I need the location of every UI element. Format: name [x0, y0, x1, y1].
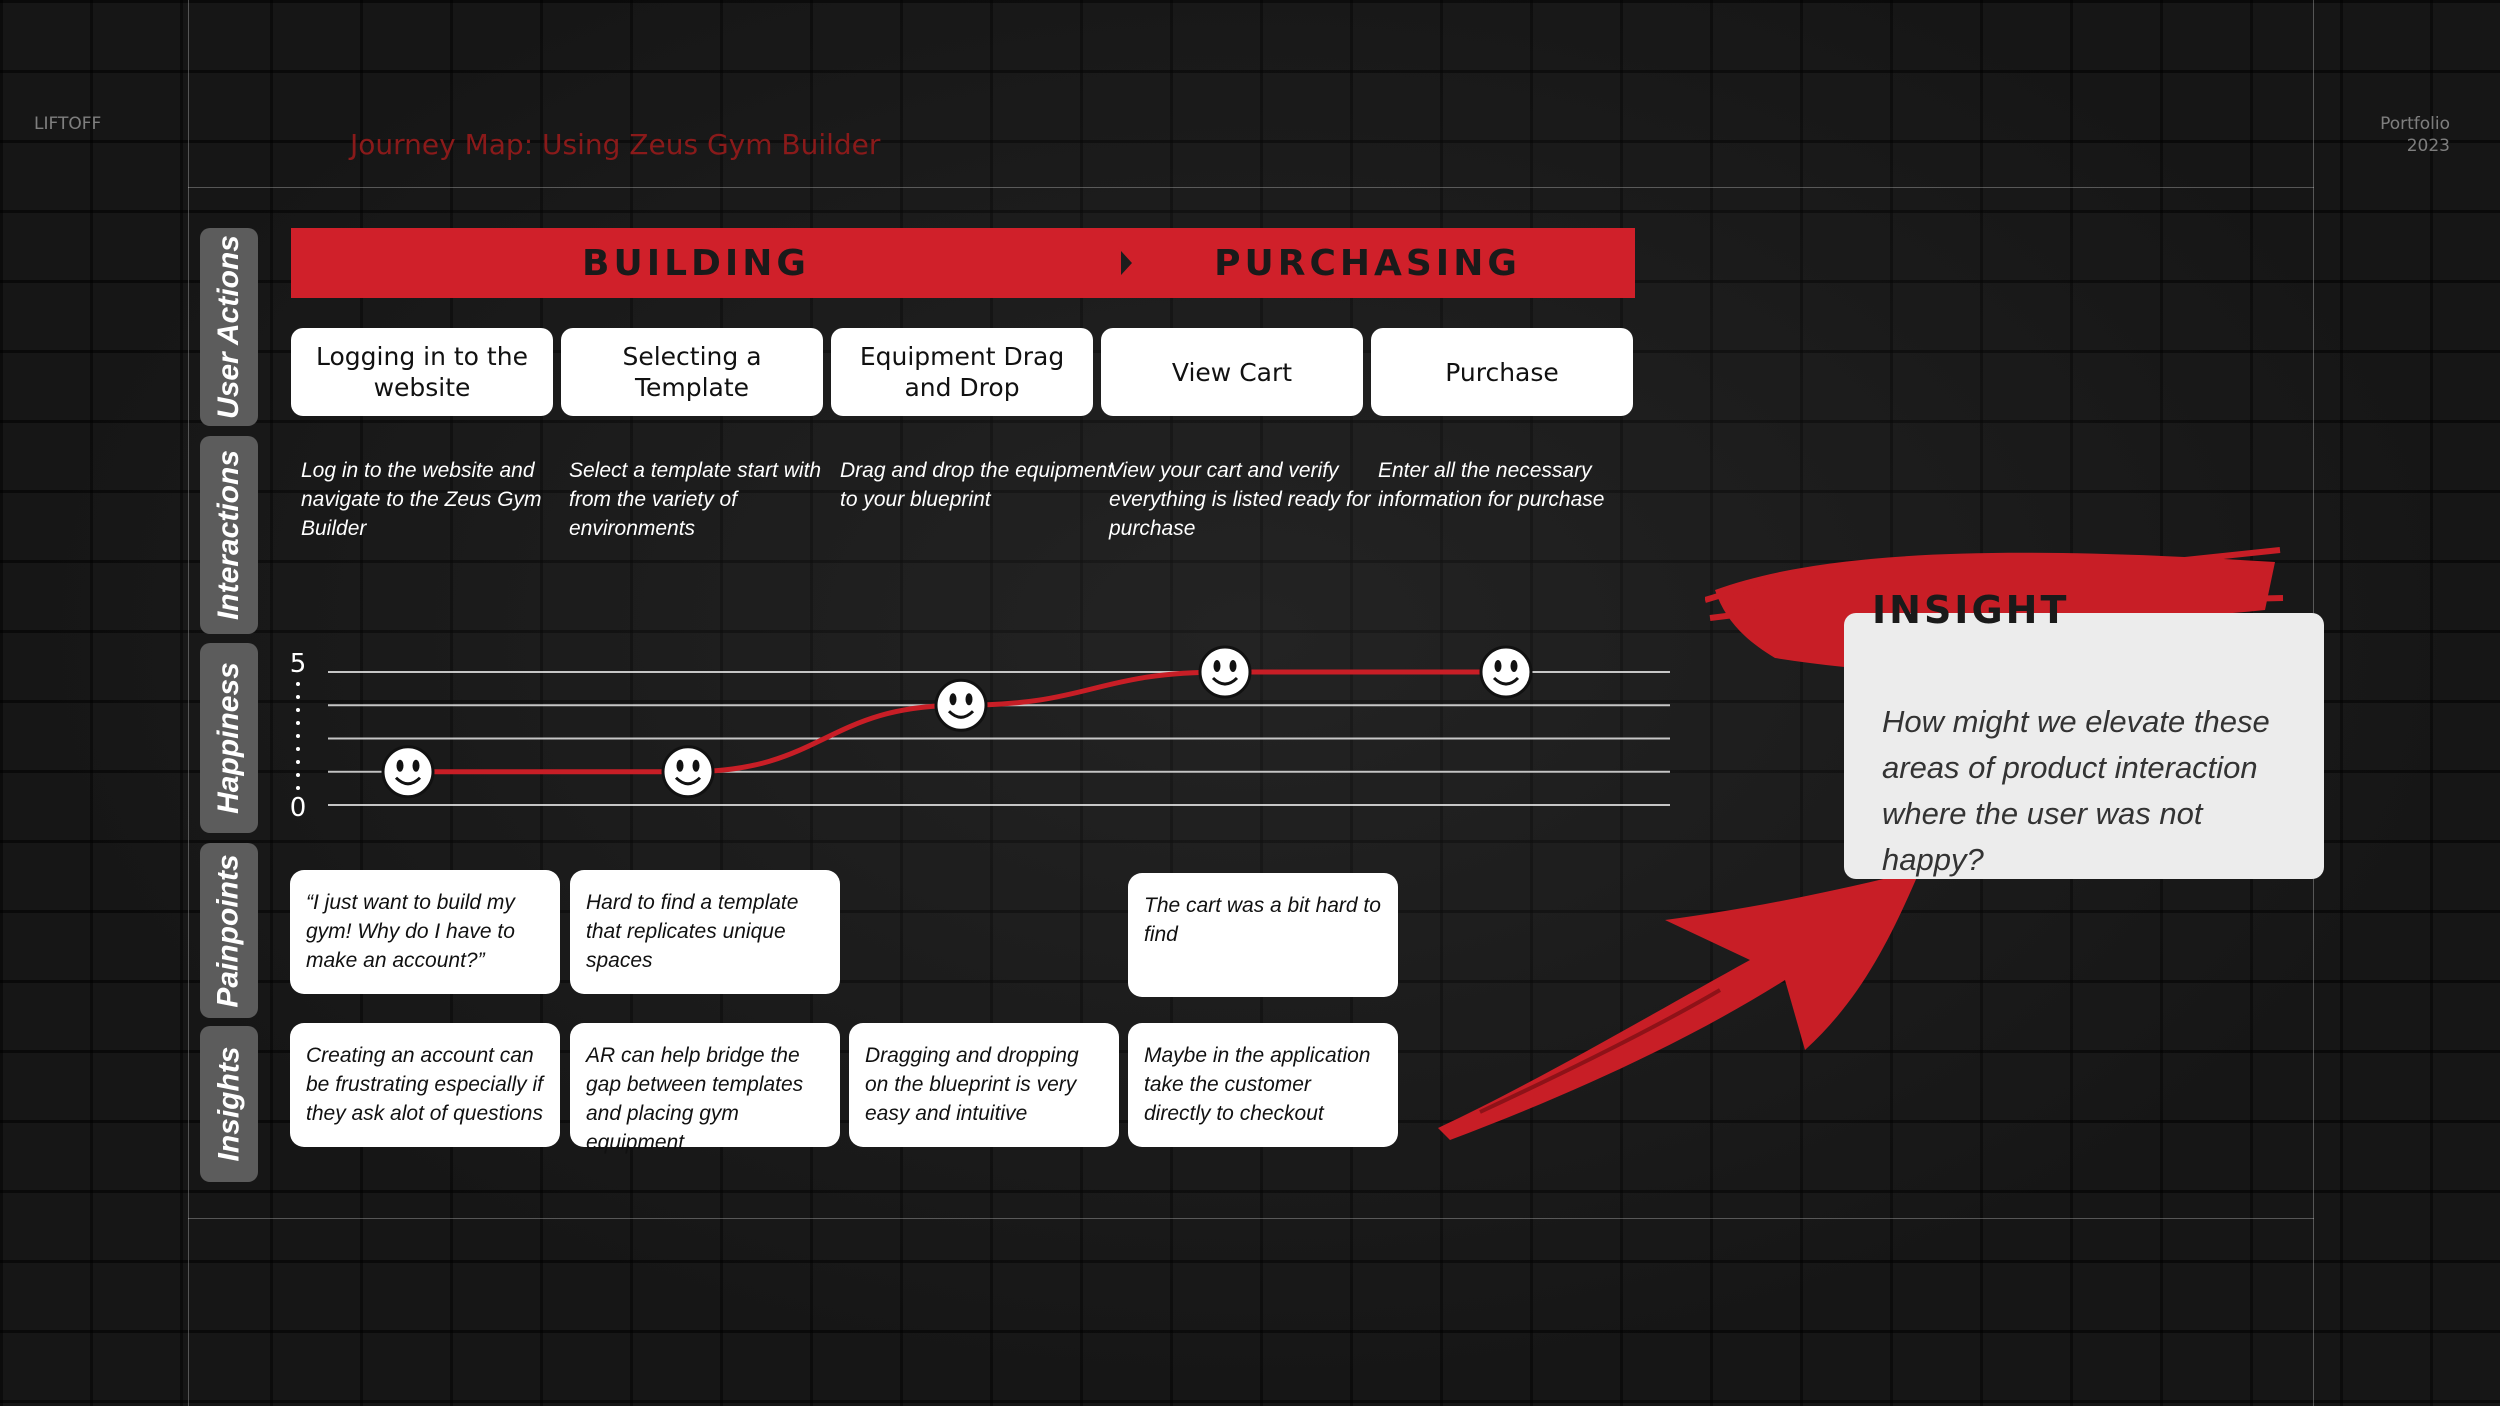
smiley-face-outline [661, 745, 715, 799]
smiley-face-eye [412, 759, 420, 772]
phase-purchasing-label: PURCHASING [1214, 242, 1521, 284]
action-card-login: Logging in to the website [291, 328, 553, 416]
happiness-axis-dot [296, 773, 300, 777]
action-card-drag-drop: Equipment Drag and Drop [831, 328, 1093, 416]
frame-line-left [188, 0, 189, 1406]
interaction-view-cart: View your cart and verify everything is … [1109, 459, 1371, 540]
smiley-face-mouth [1211, 676, 1239, 686]
smiley-face-outline [934, 678, 988, 732]
action-card-view-cart: View Cart [1101, 328, 1363, 416]
happiness-axis-min-label: 0 [290, 793, 307, 823]
phase-building-label: BUILDING [582, 242, 810, 284]
smiley-face-icon [381, 745, 435, 799]
smiley-face-icon [661, 745, 715, 799]
smiley-face-icon [934, 678, 988, 732]
insight-panel-title: INSIGHT [1872, 588, 2070, 632]
happiness-chart: 5 0 [290, 645, 1670, 823]
row-label-user-actions-text: User Actions [212, 235, 246, 419]
insight-card-drag-drop: Dragging and dropping on the blueprint i… [849, 1023, 1119, 1147]
interaction-login: Log in to the website and navigate to th… [301, 459, 542, 540]
smiley-face-mouth [394, 776, 422, 786]
interaction-purchase: Enter all the necessary information for … [1378, 459, 1605, 511]
frame-line-bottom [188, 1218, 2314, 1219]
smiley-face-eye [965, 693, 973, 706]
smiley-face-mouth [1492, 676, 1520, 686]
phase-purchasing-banner: PURCHASING [1100, 228, 1635, 298]
row-label-insights: Insights [200, 1026, 258, 1182]
portfolio-label: Portfolio [2380, 114, 2450, 134]
frame-line-top [188, 187, 2314, 188]
happiness-axis-dot [296, 695, 300, 699]
smiley-face-eye [949, 693, 957, 706]
row-label-painpoints-text: Painpoints [212, 853, 245, 1008]
row-label-interactions: Interactions [200, 436, 258, 634]
year-label: 2023 [2406, 136, 2450, 156]
painpoint-card-template: Hard to find a template that replicates … [570, 870, 840, 994]
interaction-template: Select a template start with from the va… [569, 459, 822, 540]
row-label-user-actions: User Actions [200, 228, 258, 426]
row-label-interactions-text: Interactions [212, 449, 246, 621]
smiley-face-mouth [947, 710, 975, 719]
happiness-axis-dot [296, 760, 300, 764]
smiley-face-eye [1213, 660, 1221, 672]
action-card-purchase: Purchase [1371, 328, 1633, 416]
phase-building-arrow-tip [1080, 228, 1112, 298]
action-card-template: Selecting a Template [561, 328, 823, 416]
phase-building-banner: BUILDING [291, 228, 1121, 298]
happiness-axis-dot [296, 747, 300, 751]
smiley-face-icon [1479, 645, 1533, 699]
insight-card-login: Creating an account can be frustrating e… [290, 1023, 560, 1147]
happiness-axis-dot [296, 682, 300, 686]
row-label-happiness: Happiness [200, 643, 258, 833]
smiley-face-eye [1229, 660, 1237, 672]
happiness-axis-dot [296, 734, 300, 738]
brush-arrow-icon [1438, 870, 1920, 1140]
row-label-insights-text: Insights [212, 1046, 246, 1162]
happiness-axis-dot [296, 708, 300, 712]
smiley-face-icon [1198, 645, 1252, 699]
happiness-axis-dot [296, 786, 300, 790]
row-label-painpoints: Painpoints [200, 843, 258, 1018]
interaction-drag-drop: Drag and drop the equipment to your blue… [840, 459, 1114, 511]
smiley-face-outline [381, 745, 435, 799]
smiley-face-outline [1479, 645, 1533, 699]
insight-question-card: How might we elevate these areas of prod… [1844, 613, 2324, 879]
painpoint-card-cart: The cart was a bit hard to find [1128, 873, 1398, 997]
insight-card-view-cart: Maybe in the application take the custom… [1128, 1023, 1398, 1147]
page-title: Journey Map: Using Zeus Gym Builder [350, 128, 881, 161]
insight-card-template: AR can help bridge the gap between templ… [570, 1023, 840, 1154]
smiley-face-eye [692, 759, 700, 772]
smiley-face-eye [1494, 660, 1502, 672]
smiley-face-mouth [674, 776, 702, 786]
painpoint-card-login: “I just want to build my gym! Why do I h… [290, 870, 560, 994]
smiley-face-eye [1510, 660, 1518, 672]
happiness-axis-max-label: 5 [290, 649, 307, 679]
smiley-face-eye [676, 759, 684, 772]
smiley-face-eye [396, 759, 404, 772]
smiley-face-outline [1198, 645, 1252, 699]
brand-label: LIFTOFF [34, 114, 102, 134]
row-label-happiness-text: Happiness [212, 662, 245, 814]
happiness-axis-dot [296, 721, 300, 725]
